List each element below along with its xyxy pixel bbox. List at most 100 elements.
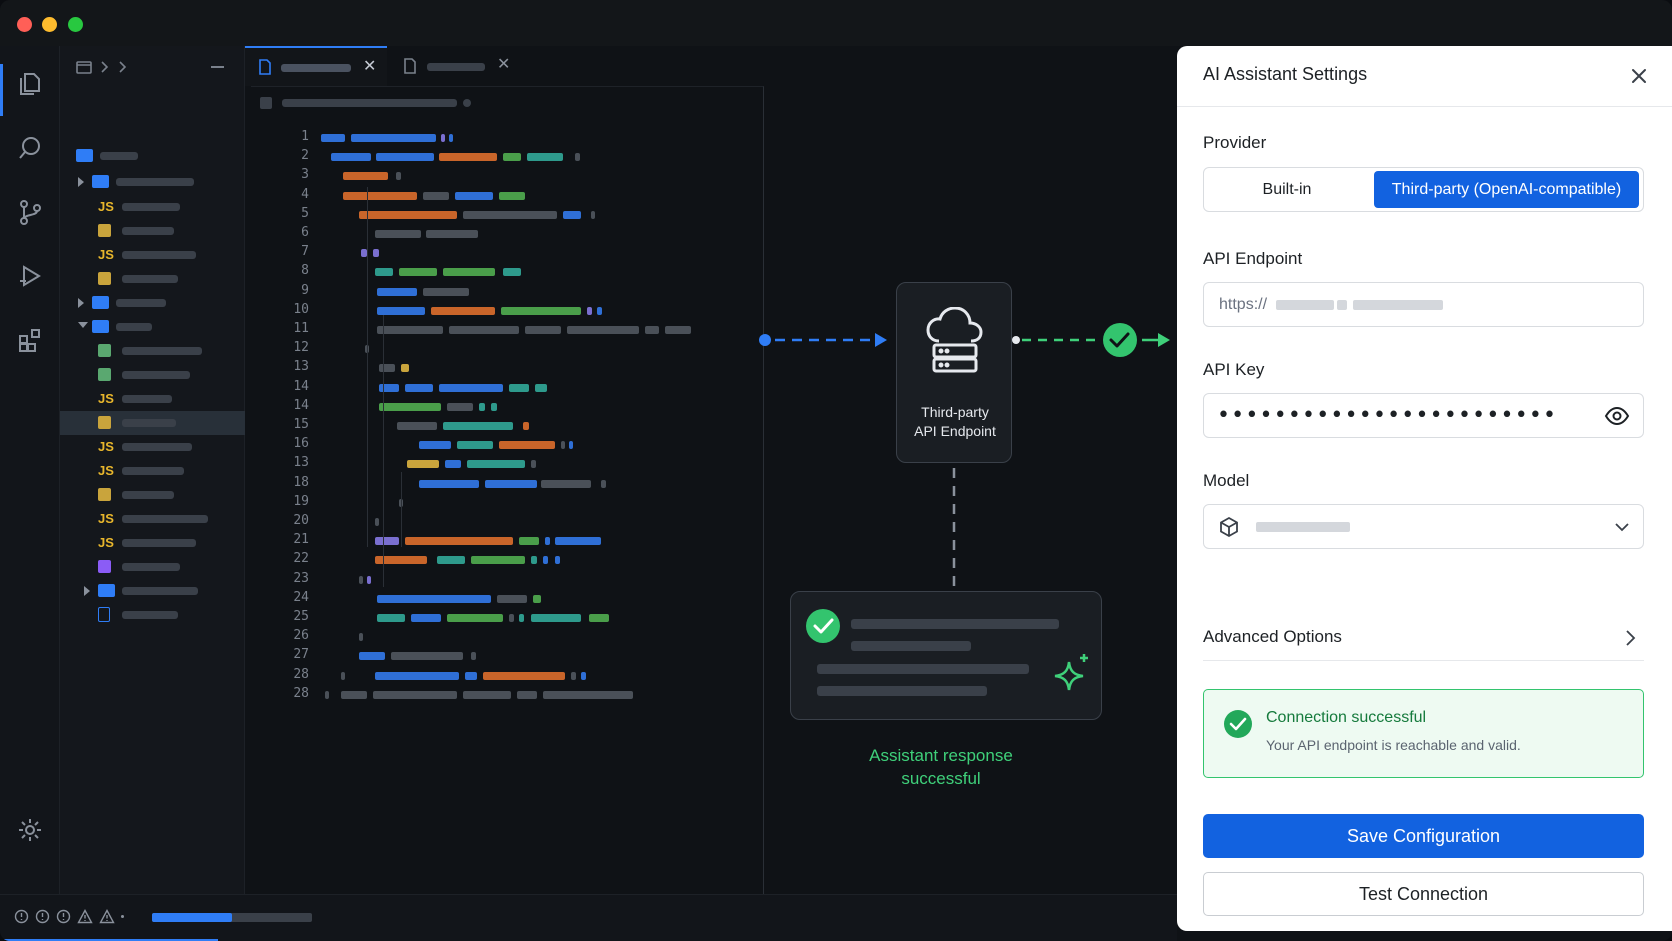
code-token: [441, 134, 445, 142]
code-token: [359, 652, 385, 661]
endpoint-redacted: [1353, 300, 1443, 310]
eye-icon[interactable]: [1604, 405, 1630, 427]
file-item[interactable]: [60, 339, 245, 363]
error-icon[interactable]: [14, 909, 29, 924]
chevron-right-icon: [1626, 630, 1636, 646]
close-icon[interactable]: ✕: [497, 56, 511, 73]
image-file-icon: [98, 224, 111, 237]
chevron-right-icon[interactable]: [84, 586, 90, 596]
folder-item[interactable]: [60, 315, 245, 339]
tab-inactive-file[interactable]: ✕: [389, 46, 519, 86]
editor-tabs: ✕ ✕: [245, 46, 1177, 86]
minimize-window-button[interactable]: [42, 17, 57, 32]
save-configuration-button[interactable]: Save Configuration: [1203, 814, 1644, 858]
tab-active-file[interactable]: ✕: [245, 46, 387, 86]
folder-item[interactable]: [60, 291, 245, 315]
model-select[interactable]: [1203, 504, 1644, 549]
file-name-placeholder: [122, 611, 178, 619]
close-panel-button[interactable]: [1625, 62, 1653, 90]
code-token: [483, 671, 565, 680]
line-number: 15: [293, 417, 309, 432]
api-key-input[interactable]: ••••••••••••••••••••••••: [1203, 393, 1644, 438]
folder-item[interactable]: [60, 170, 245, 194]
endpoint-redacted: [1276, 300, 1334, 310]
file-item[interactable]: JS: [60, 435, 245, 459]
code-token: [407, 460, 439, 469]
folder-item[interactable]: [60, 144, 245, 168]
code-token: [375, 556, 427, 565]
extensions-icon[interactable]: [14, 324, 46, 356]
warning-icon[interactable]: [99, 909, 115, 924]
chevron-right-icon[interactable]: [100, 61, 110, 73]
code-token: [443, 422, 513, 430]
code-token: [375, 671, 459, 680]
file-item[interactable]: [60, 219, 245, 243]
response-line: [817, 664, 1029, 674]
code-token: [457, 441, 493, 450]
chevron-down-icon[interactable]: [78, 322, 88, 328]
indent-guide: [401, 472, 402, 547]
chevron-right-icon[interactable]: [118, 61, 128, 73]
provider-selector: Built-in Third-party (OpenAI-compatible): [1203, 167, 1644, 212]
file-item[interactable]: [60, 411, 245, 435]
file-item[interactable]: [60, 603, 245, 627]
code-token: [439, 153, 497, 162]
api-endpoint-input[interactable]: https://: [1203, 282, 1644, 327]
folder-icon: [76, 149, 93, 162]
response-line: [851, 641, 971, 651]
run-debug-icon[interactable]: [14, 260, 46, 292]
line-number: 14: [293, 378, 309, 394]
file-item[interactable]: [60, 555, 245, 579]
close-icon: [1632, 69, 1646, 83]
file-item[interactable]: [60, 483, 245, 507]
info-icon[interactable]: [35, 909, 50, 924]
code-token: [463, 690, 511, 699]
info-icon[interactable]: [56, 909, 71, 924]
advanced-options-row[interactable]: Advanced Options: [1203, 614, 1644, 661]
gear-icon[interactable]: [14, 814, 46, 846]
code-token: [399, 268, 437, 277]
file-item[interactable]: JS: [60, 195, 245, 219]
code-token: [463, 210, 557, 219]
provider-option-built-in[interactable]: Built-in: [1262, 180, 1312, 198]
source-control-icon[interactable]: [14, 196, 46, 228]
explorer-icon[interactable]: [14, 68, 46, 100]
code-token: [591, 210, 595, 219]
code-token: [645, 326, 659, 334]
warning-icon[interactable]: [77, 909, 93, 924]
search-icon[interactable]: [14, 132, 46, 164]
code-token: [377, 614, 405, 622]
file-item[interactable]: JS: [60, 387, 245, 411]
provider-option-third-party[interactable]: Third-party (OpenAI-compatible): [1374, 171, 1639, 208]
file-item[interactable]: [60, 267, 245, 291]
close-window-button[interactable]: [17, 17, 32, 32]
collapse-icon[interactable]: [211, 66, 224, 68]
folder-outline-icon[interactable]: [76, 60, 92, 74]
test-connection-button[interactable]: Test Connection: [1203, 872, 1644, 916]
close-icon[interactable]: ✕: [363, 58, 377, 75]
file-item[interactable]: JS: [60, 531, 245, 555]
code-token: [341, 690, 367, 699]
file-item[interactable]: JS: [60, 507, 245, 531]
code-token: [561, 441, 565, 450]
maximize-window-button[interactable]: [68, 17, 83, 32]
file-item[interactable]: JS: [60, 459, 245, 483]
code-token: [485, 479, 537, 488]
file-item[interactable]: JS: [60, 243, 245, 267]
chevron-right-icon[interactable]: [78, 298, 84, 308]
breadcrumb: [282, 99, 457, 107]
code-token: [503, 153, 521, 162]
code-token: [373, 249, 379, 258]
code-token: [525, 326, 561, 334]
folder-item[interactable]: [60, 579, 245, 603]
code-token: [499, 441, 555, 450]
chevron-right-icon[interactable]: [78, 177, 84, 187]
code-token: [499, 191, 525, 200]
file-item[interactable]: [60, 363, 245, 387]
endpoint-label: Third-party API Endpoint: [897, 403, 1013, 441]
model-label: Model: [1203, 471, 1250, 490]
response-line: [817, 686, 987, 696]
folder-icon: [98, 584, 115, 597]
code-token: [405, 537, 513, 546]
